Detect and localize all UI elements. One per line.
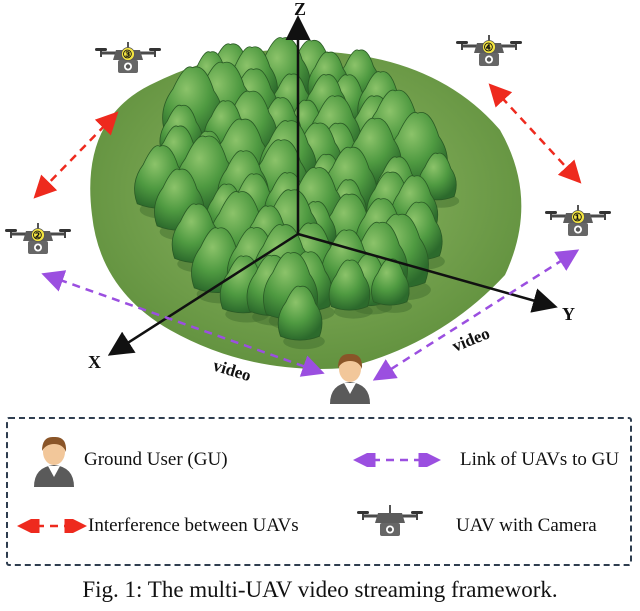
tree-crown [328, 259, 371, 311]
interference-uav4-uav1 [488, 83, 582, 184]
uav-2-number: ② [33, 230, 43, 242]
axis-z-label: Z [294, 0, 306, 19]
uav-4-number: ④ [484, 42, 494, 54]
diagram-canvas: Z X Y video video ① ② ③ ④ [3, 0, 613, 404]
interference-uav3-uav2 [33, 111, 119, 199]
legend-link: Link of UAVs to GU [460, 449, 620, 470]
uav-4: ④ [454, 33, 524, 68]
legend-box: Ground User (GU) Link of UAVs to GU Inte… [6, 417, 632, 566]
drone-legend-icon [357, 505, 423, 536]
legend-ground-user: Ground User (GU) [84, 449, 228, 470]
legend-uav-camera: UAV with Camera [456, 515, 597, 536]
link-legend-icon [353, 453, 441, 467]
axis-y-label: Y [562, 304, 575, 324]
uav-1-number: ① [573, 212, 583, 224]
uav-1: ① [543, 203, 613, 238]
interference-legend-icon [17, 519, 87, 533]
axis-x-label: X [88, 352, 101, 372]
legend-interference: Interference between UAVs [88, 515, 299, 536]
uav-3: ③ [93, 40, 163, 75]
figure-caption: Fig. 1: The multi-UAV video streaming fr… [82, 577, 558, 602]
link-uav2-to-gu [41, 270, 325, 377]
ground-user-legend-icon [34, 436, 74, 487]
uav-3-number: ③ [123, 49, 133, 61]
uav-2: ② [3, 221, 73, 256]
link-uav1-to-gu [372, 249, 580, 381]
